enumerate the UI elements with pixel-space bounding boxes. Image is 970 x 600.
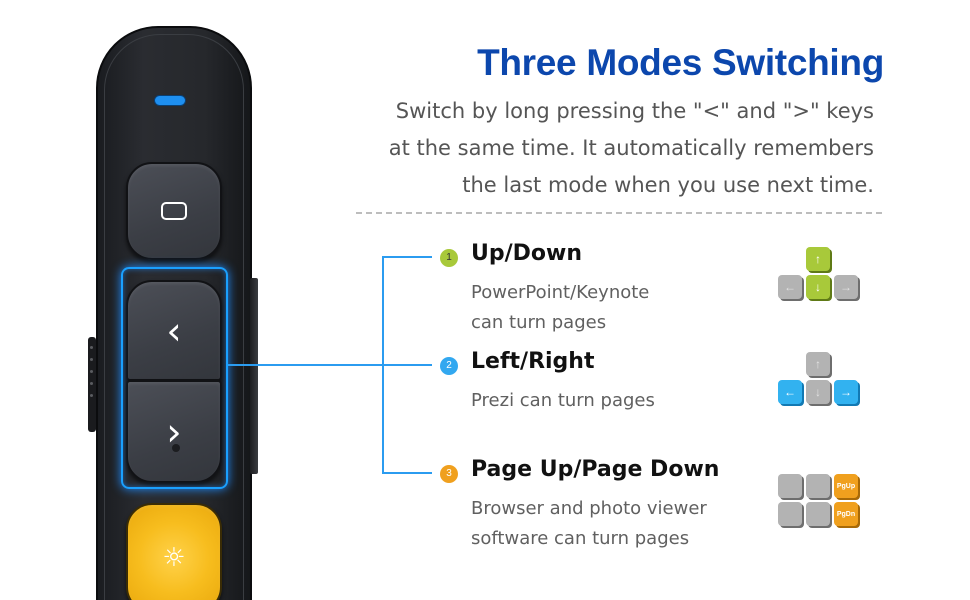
- connector-line: [382, 472, 432, 474]
- laser-dot: [172, 444, 180, 452]
- blank-key-icon: [806, 474, 830, 498]
- up-arrow-key-icon: ↑: [806, 352, 830, 376]
- arrow-keys-highlight: [121, 267, 228, 489]
- menu-button[interactable]: [126, 162, 222, 260]
- blank-key-icon: [778, 474, 802, 498]
- previous-button[interactable]: ‹: [126, 280, 222, 381]
- right-arrow-key-icon: →: [834, 275, 858, 299]
- sun-icon: ☼: [162, 543, 186, 573]
- description-line: at the same time. It automatically remem…: [388, 136, 874, 160]
- mode-description-line: Prezi can turn pages: [471, 390, 655, 411]
- mode-description: PowerPoint/Keynote can turn pages: [471, 278, 649, 338]
- up-arrow-key-icon: ↑: [806, 247, 830, 271]
- down-arrow-key-icon: ↓: [806, 275, 830, 299]
- mode-title: Page Up/Page Down: [471, 457, 720, 482]
- mode-description-line: can turn pages: [471, 312, 607, 333]
- side-button: [250, 278, 258, 474]
- next-button[interactable]: ›: [126, 380, 222, 483]
- description-line: Switch by long pressing the "<" and ">" …: [395, 99, 874, 123]
- blank-key-icon: [806, 502, 830, 526]
- page-up-key-icon: PgUp: [834, 474, 858, 498]
- down-arrow-key-icon: ↓: [806, 380, 830, 404]
- side-grip: [88, 337, 96, 432]
- mode-title: Left/Right: [471, 349, 595, 374]
- mode-number-badge: 3: [440, 465, 458, 483]
- mode-number-badge: 1: [440, 249, 458, 267]
- rounded-square-icon: [161, 202, 187, 220]
- mode-title: Up/Down: [471, 241, 583, 266]
- light-button[interactable]: ☼: [126, 503, 222, 600]
- connector-line: [228, 364, 383, 366]
- right-arrow-key-icon: →: [834, 380, 858, 404]
- description-line: the last mode when you use next time.: [462, 173, 874, 197]
- page-down-key-icon: PgDn: [834, 502, 858, 526]
- mode-description: Prezi can turn pages: [471, 386, 655, 416]
- dashed-divider: [356, 212, 882, 214]
- mode-number-badge: 2: [440, 357, 458, 375]
- blank-key-icon: [778, 502, 802, 526]
- status-led: [154, 95, 186, 106]
- connector-line: [382, 256, 432, 258]
- chevron-left-icon: ‹: [166, 308, 182, 353]
- connector-line: [382, 364, 432, 366]
- mode-description: Browser and photo viewer software can tu…: [471, 494, 707, 554]
- chevron-right-icon: ›: [166, 409, 182, 454]
- remote-bezel: [104, 34, 244, 600]
- mode-description-line: Browser and photo viewer: [471, 498, 707, 519]
- mode-description-line: PowerPoint/Keynote: [471, 282, 650, 303]
- left-arrow-key-icon: ←: [778, 380, 802, 404]
- page-title: Three Modes Switching: [477, 42, 884, 83]
- left-arrow-key-icon: ←: [778, 275, 802, 299]
- mode-description-line: software can turn pages: [471, 528, 690, 549]
- description: Switch by long pressing the "<" and ">" …: [334, 93, 874, 204]
